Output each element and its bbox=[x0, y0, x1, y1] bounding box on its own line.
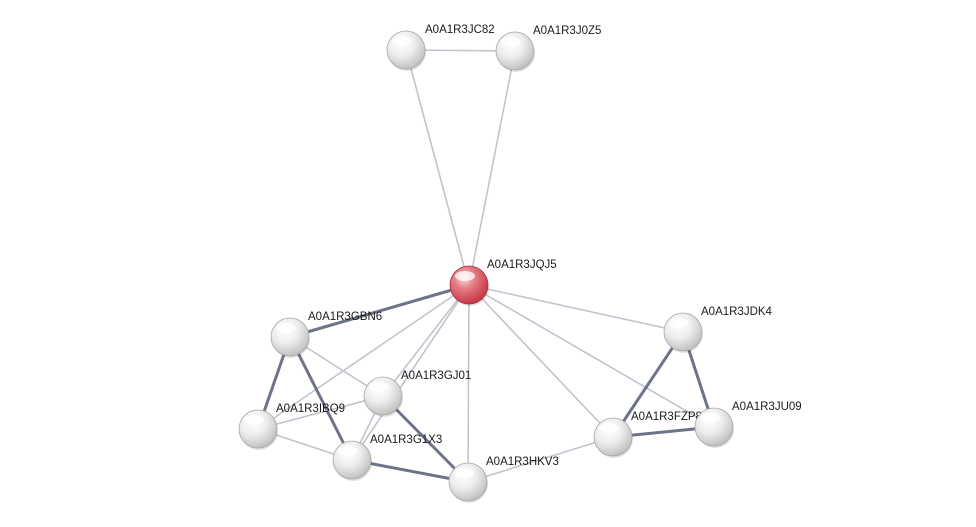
nodes: A0A1R3JQJ5 A0A1R3JC82 A0A1R3J0Z5A0A1R3GBN6… bbox=[238, 24, 802, 503]
edge-gj01-hkv3 bbox=[381, 394, 470, 484]
node-highlight bbox=[455, 271, 475, 281]
node-label: A0A1R3GJ01 bbox=[401, 370, 471, 382]
node-highlight bbox=[276, 323, 296, 333]
node-highlight bbox=[599, 423, 619, 433]
node-label: A0A1R3JQJ5 bbox=[487, 259, 557, 271]
edge-jqj5-hkv3 bbox=[467, 284, 470, 483]
node-label: A0A1R3IBQ9 bbox=[276, 403, 345, 415]
node-jc82[interactable]: A0A1R3JC82 bbox=[386, 24, 495, 71]
node-label: A0A1R3JU09 bbox=[732, 401, 802, 413]
edge-jqj5-jc82 bbox=[405, 49, 470, 286]
node-jqj5[interactable]: A0A1R3JQJ5 bbox=[449, 259, 557, 306]
edge-jqj5-gbn6 bbox=[288, 283, 471, 339]
edge-gbn6-g1x3 bbox=[288, 335, 354, 462]
node-hkv3[interactable]: A0A1R3HKV3 bbox=[448, 456, 559, 503]
node-ibq9[interactable]: A0A1R3IBQ9 bbox=[238, 403, 345, 450]
node-g1x3[interactable]: A0A1R3G1X3 bbox=[332, 434, 442, 481]
edge-jqj5-ibq9 bbox=[257, 284, 470, 430]
edge-jqj5-gj01 bbox=[382, 284, 470, 397]
edge-g1x3-hkv3 bbox=[350, 458, 470, 484]
edge-jqj5-j0z5 bbox=[468, 50, 516, 286]
node-label: A0A1R3JDK4 bbox=[701, 306, 773, 318]
node-fzp8[interactable]: A0A1R3FZP8 bbox=[593, 411, 702, 458]
edge-ibq9-gj01 bbox=[257, 395, 384, 430]
node-highlight bbox=[369, 382, 389, 392]
node-j0z5[interactable]: A0A1R3J0Z5 bbox=[495, 25, 601, 72]
node-highlight bbox=[501, 37, 521, 47]
node-gj01[interactable]: A0A1R3GJ01 bbox=[363, 370, 471, 417]
node-highlight bbox=[454, 468, 474, 478]
edge-fzp8-jdk4 bbox=[611, 330, 685, 439]
node-label: A0A1R3G1X3 bbox=[370, 434, 442, 446]
node-label: A0A1R3J0Z5 bbox=[533, 25, 601, 37]
edge-jqj5-g1x3 bbox=[351, 284, 470, 461]
node-highlight bbox=[392, 36, 412, 46]
node-label: A0A1R3GBN6 bbox=[308, 311, 382, 323]
node-ju09[interactable]: A0A1R3JU09 bbox=[694, 401, 802, 448]
edge-jqj5-ju09 bbox=[468, 284, 715, 428]
node-highlight bbox=[700, 413, 720, 423]
edge-jqj5-fzp8 bbox=[468, 284, 614, 438]
node-label: A0A1R3JC82 bbox=[425, 24, 495, 36]
node-highlight bbox=[244, 415, 264, 425]
node-label: A0A1R3HKV3 bbox=[486, 456, 559, 468]
node-highlight bbox=[338, 446, 358, 456]
edge-hkv3-fzp8 bbox=[467, 436, 614, 483]
node-label: A0A1R3FZP8 bbox=[631, 411, 702, 423]
node-highlight bbox=[669, 318, 689, 328]
node-jdk4[interactable]: A0A1R3JDK4 bbox=[663, 306, 773, 353]
edge-jqj5-jdk4 bbox=[468, 284, 684, 333]
node-gbn6[interactable]: A0A1R3GBN6 bbox=[270, 311, 382, 358]
